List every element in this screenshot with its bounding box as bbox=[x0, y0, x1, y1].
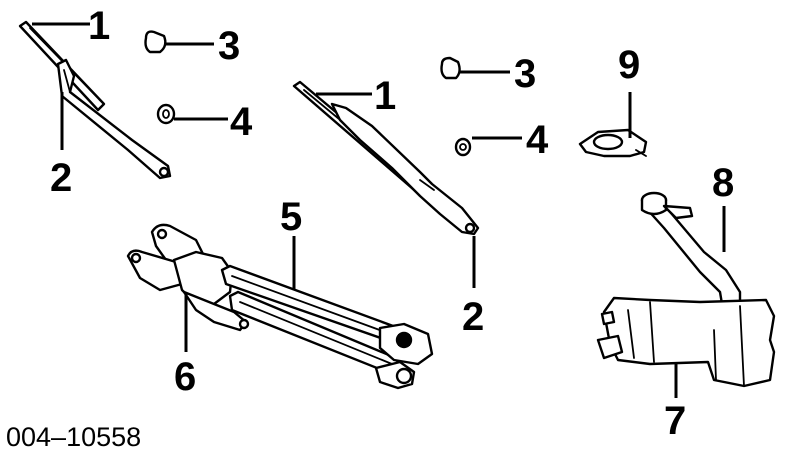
callout-1-left: 1 bbox=[88, 4, 110, 48]
reservoir-grommet bbox=[578, 128, 648, 158]
wiper-arm-left bbox=[56, 58, 172, 180]
callout-8: 8 bbox=[712, 161, 734, 205]
callout-4-center: 4 bbox=[526, 118, 549, 162]
callout-6: 6 bbox=[174, 355, 196, 399]
nut-center bbox=[440, 56, 461, 80]
callout-7: 7 bbox=[664, 399, 686, 443]
leader-lines bbox=[32, 22, 726, 398]
washer-left bbox=[156, 103, 176, 125]
callout-2-left: 2 bbox=[50, 156, 72, 200]
washer-fluid-reservoir bbox=[596, 191, 776, 388]
callout-1-center: 1 bbox=[374, 74, 396, 118]
callout-2-center: 2 bbox=[462, 295, 484, 339]
figure-code: 004–10558 bbox=[6, 422, 141, 452]
washer-center bbox=[454, 137, 472, 157]
callout-5: 5 bbox=[280, 195, 302, 239]
callout-3-center: 3 bbox=[514, 52, 536, 96]
callout-3-left: 3 bbox=[218, 24, 240, 68]
nut-left bbox=[144, 30, 167, 54]
wiper-linkage bbox=[126, 223, 434, 390]
wiper-arm-center bbox=[330, 102, 480, 236]
callout-9: 9 bbox=[618, 43, 640, 87]
callout-4-left: 4 bbox=[230, 100, 253, 144]
